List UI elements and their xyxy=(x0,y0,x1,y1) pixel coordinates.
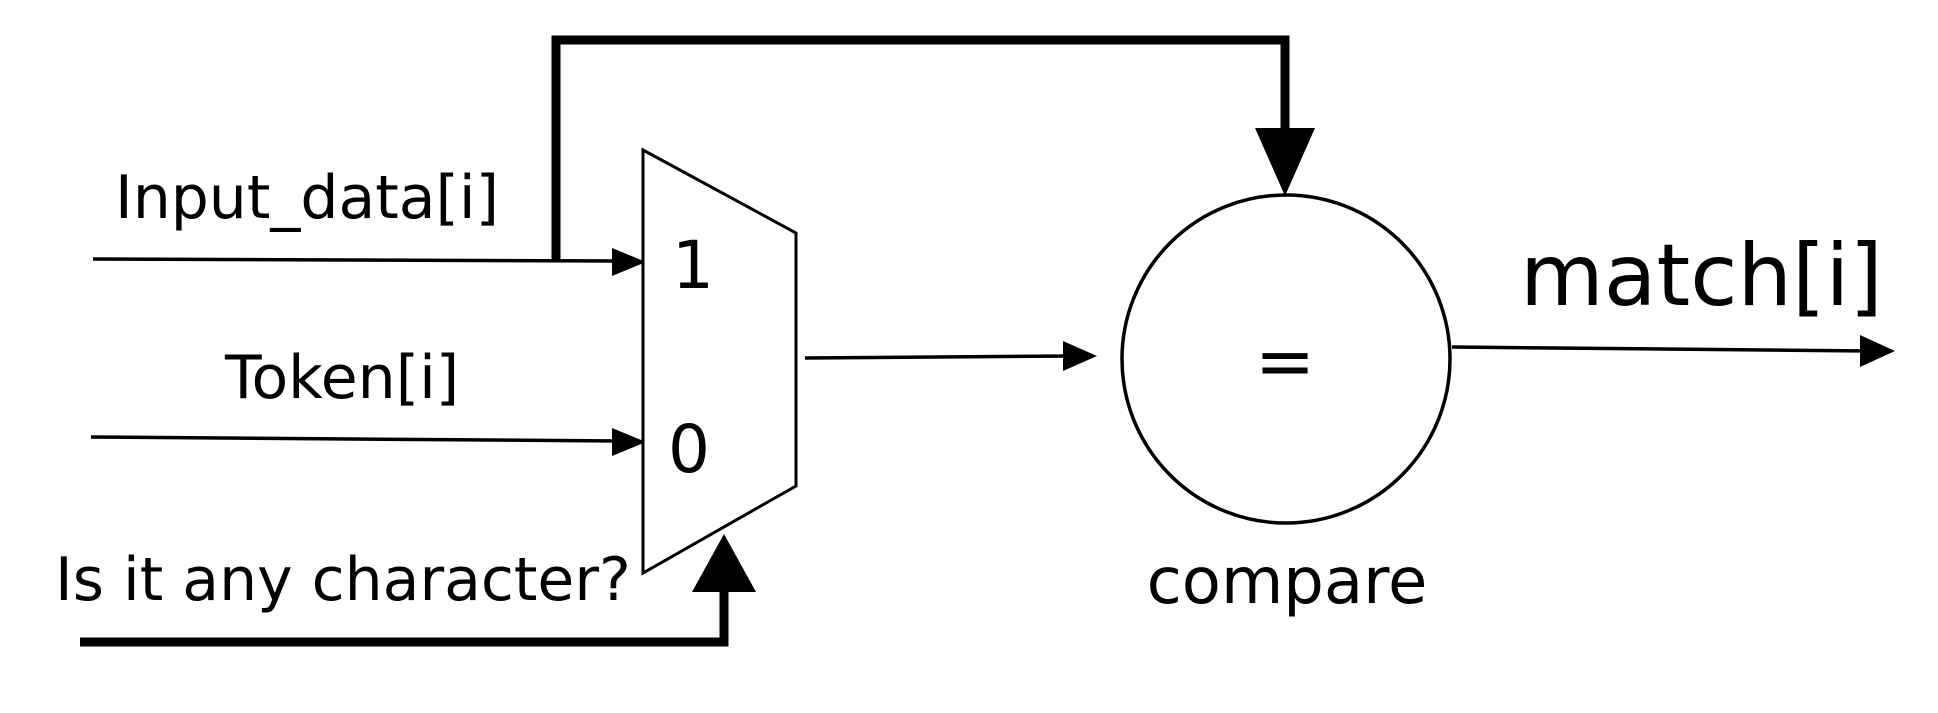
compare-symbol: = xyxy=(1255,319,1315,403)
mux-output-arrowhead xyxy=(1063,341,1097,371)
mux-block xyxy=(641,147,798,576)
token-label: Token[i] xyxy=(224,343,459,413)
compare-caption: compare xyxy=(1147,545,1428,619)
match-output-arrowhead xyxy=(1860,335,1895,367)
token-arrowhead xyxy=(612,428,646,456)
compare-circle xyxy=(1120,193,1452,525)
match-output-label: match[i] xyxy=(1520,226,1883,326)
mux-input-0-label: 0 xyxy=(668,411,710,488)
mux-output-wire xyxy=(804,354,1073,360)
input-data-label: Input_data[i] xyxy=(115,163,499,233)
select-arrowhead xyxy=(692,534,756,592)
mux-input-1-label: 1 xyxy=(672,227,714,304)
bypass-arrowhead xyxy=(1255,128,1315,196)
token-wire xyxy=(90,435,621,443)
bypass-wire xyxy=(551,35,1290,262)
input-data-arrowhead xyxy=(612,248,646,276)
input-data-wire xyxy=(92,257,621,263)
select-label: Is it any character? xyxy=(55,545,631,615)
select-wire xyxy=(80,585,729,647)
match-output-wire xyxy=(1451,345,1871,353)
